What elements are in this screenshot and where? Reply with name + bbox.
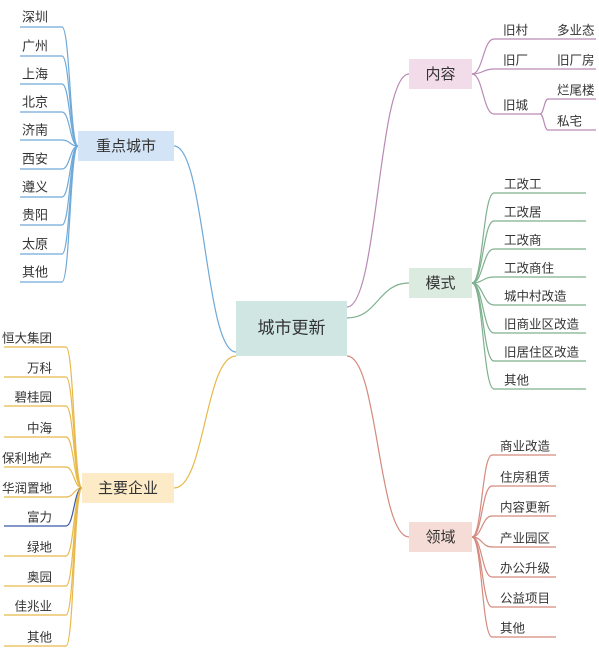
domain-item: 商业改造 [500, 439, 551, 454]
mode-item: 工改居 [504, 205, 542, 220]
connector-domain-item [471, 536, 493, 608]
branch-node-mode [409, 268, 472, 298]
connector-center-cities [173, 145, 237, 353]
company-item: 富力 [27, 510, 52, 525]
connector-content-item [471, 73, 495, 115]
city-item: 上海 [22, 68, 48, 83]
city-item: 广州 [22, 40, 48, 55]
connector-mode-item [471, 282, 495, 390]
connector-domain-item [471, 485, 493, 538]
connector-center-companies [173, 355, 237, 489]
connector-mode-item [471, 220, 495, 284]
branch-label-companies: 主要企业 [98, 479, 158, 497]
connector-city [61, 55, 79, 147]
connector-company [65, 436, 83, 489]
connector-company [65, 346, 83, 489]
domain-item: 住房租赁 [500, 470, 550, 485]
center-node-label: 城市更新 [258, 319, 326, 339]
connector-domain-item [471, 515, 493, 538]
mode-item: 旧商业区改造 [504, 317, 580, 332]
connector-company [65, 376, 83, 489]
center-node [236, 301, 347, 356]
mode-item: 工改商住 [504, 261, 555, 276]
company-item: 中海 [27, 421, 53, 436]
domain-item: 其他 [500, 621, 526, 636]
city-item: 遵义 [22, 180, 48, 196]
content-item: 旧村 [503, 23, 529, 38]
content-subitem: 烂尾楼 [557, 83, 595, 98]
connector-city [61, 145, 79, 283]
content-item: 旧厂 [503, 53, 528, 68]
connector-center-domain [346, 355, 410, 538]
branch-label-domain: 领域 [425, 528, 455, 546]
company-item: 恒大集团 [2, 331, 52, 346]
company-item: 奥园 [27, 570, 52, 585]
connector-company [65, 487, 83, 647]
connector-center-content [346, 73, 410, 308]
domain-item: 产业园区 [500, 531, 550, 546]
connector-content-child [539, 113, 549, 131]
connector-city [61, 111, 79, 147]
connector-content-item [471, 68, 495, 75]
branch-node-domain [409, 522, 472, 552]
content-subitem: 旧厂房 [557, 53, 595, 68]
branch-label-mode: 模式 [425, 274, 455, 292]
connector-lines [4, 26, 596, 647]
city-item: 贵阳 [22, 209, 48, 224]
city-item: 太原 [22, 238, 48, 253]
city-item: 北京 [22, 96, 48, 111]
city-item: 济南 [22, 123, 48, 139]
company-item: 其他 [27, 630, 53, 645]
city-item: 深圳 [22, 11, 48, 26]
domain-item: 内容更新 [500, 500, 550, 515]
connector-content-item [471, 38, 495, 75]
branch-node-cities [78, 131, 174, 161]
connector-mode-item [471, 248, 495, 284]
city-item: 西安 [22, 153, 48, 168]
connector-center-mode [346, 282, 410, 319]
content-item: 旧城 [503, 98, 529, 113]
mode-item: 旧居住区改造 [504, 345, 580, 360]
connector-mode-item [471, 192, 495, 284]
connector-company [65, 466, 83, 489]
content-subitem: 多业态 [557, 23, 595, 38]
branch-node-companies [82, 473, 174, 503]
company-item: 华润置地 [2, 481, 53, 496]
mode-item: 城中村改造 [504, 289, 567, 304]
domain-item: 公益项目 [500, 591, 550, 606]
connector-domain-item [471, 454, 493, 538]
city-item: 其他 [22, 266, 48, 281]
branch-label-content: 内容 [425, 65, 455, 83]
branch-label-cities: 重点城市 [96, 137, 156, 155]
connector-city [61, 145, 79, 255]
mode-item: 工改商 [504, 233, 542, 248]
mode-item: 工改工 [504, 177, 542, 192]
content-subitem: 私宅 [557, 114, 582, 129]
nodes-layer: 城市更新重点城市深圳广州上海北京济南西安遵义贵阳太原其他主要企业恒大集团万科碧桂… [2, 11, 595, 645]
connector-domain-item [471, 536, 493, 638]
company-item: 万科 [27, 361, 53, 376]
company-item: 保利地产 [2, 451, 52, 466]
connector-content-child [539, 98, 549, 115]
mode-item: 其他 [504, 373, 530, 388]
company-item: 碧桂园 [14, 390, 52, 405]
branch-node-content [409, 59, 472, 89]
domain-item: 办公升级 [500, 561, 551, 576]
company-item: 绿地 [27, 540, 53, 555]
company-item: 佳兆业 [14, 599, 52, 614]
